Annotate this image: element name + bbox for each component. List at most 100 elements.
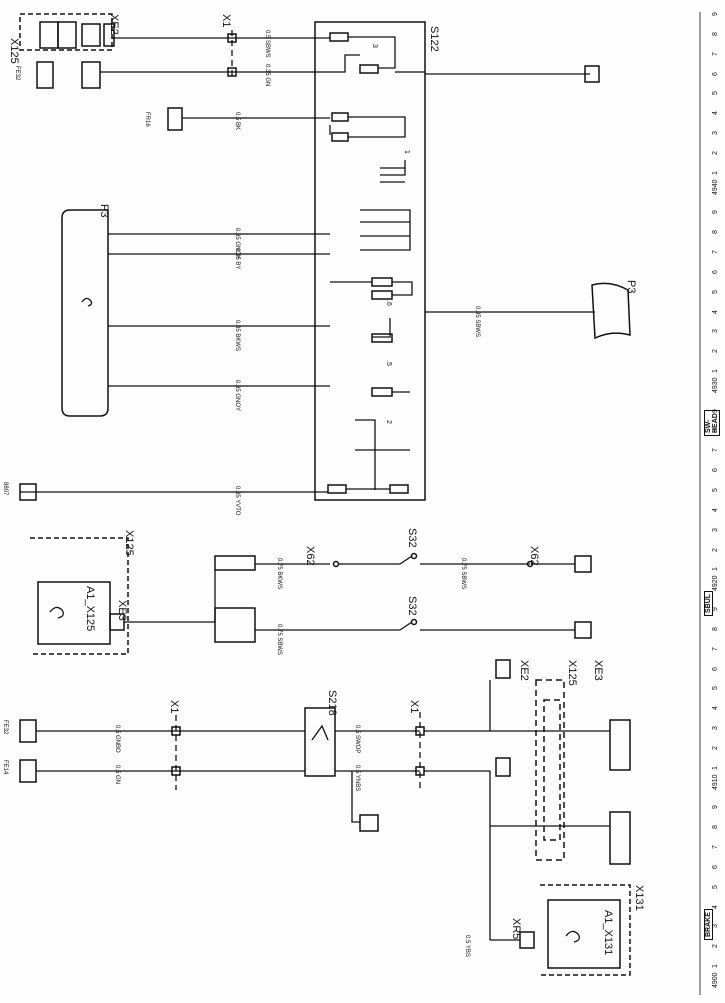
label-p3-right: P3 [625, 280, 637, 294]
ruler-mark: 6 [712, 269, 719, 274]
ruler-mark: 3 [712, 329, 719, 334]
wire-label-6: 0.35 BKWS [234, 320, 240, 352]
wire-label-9: 0.35 SBWS [474, 306, 480, 338]
ruler-mark: 6 [712, 666, 719, 671]
ruler-mark: 9 [712, 805, 719, 810]
s122-switch-box [314, 21, 426, 501]
ruler-mark: 5 [712, 488, 719, 493]
ruler-mark: 6 [712, 71, 719, 76]
ruler-mark: 4 [712, 309, 719, 314]
wire-label-17: 0.5 YBS [464, 935, 470, 957]
label-s32-a: S32 [406, 528, 418, 548]
terminal-x62-a [574, 555, 592, 573]
label-fuse-fe32-bottom: FE32 [2, 720, 8, 735]
wire-label-8: 0.35 YVTO [234, 486, 240, 516]
ruler-mark: 7 [712, 845, 719, 850]
ruler-mark: 2 [712, 349, 719, 354]
s122-internal [327, 32, 425, 494]
label-a1-x131: A1_X131 [602, 910, 614, 956]
label-switch-3: 3 [371, 44, 378, 48]
ruler-mark: 5 [712, 91, 719, 96]
ruler-mark: 9 [712, 210, 719, 215]
ruler-mark: 7 [712, 250, 719, 255]
wire-label-3: 0.5 BK [234, 112, 240, 131]
label-fuse-fr16: FR16 [144, 112, 150, 127]
x1-top-pin-a [227, 33, 237, 43]
label-x62-b: X62 [528, 546, 540, 566]
a1-x125-module [37, 581, 111, 645]
wire-label-7: 0.35 GNOY [234, 380, 240, 412]
ruler-mark: 1 [712, 964, 719, 969]
label-xe2-top: XE2 [108, 14, 120, 35]
label-switch-5: .5 [385, 360, 392, 366]
label-switch-1: 1 [403, 150, 410, 154]
ruler-mark: 1 [712, 567, 719, 572]
ruler-mark: 8 [712, 31, 719, 36]
label-s218: S218 [326, 690, 338, 716]
label-switch-6: .6 [385, 300, 392, 306]
ruler-mark: 1 [712, 369, 719, 374]
label-fuse-fe32-top: FE32 [14, 66, 20, 81]
wire-label-15: 0.5 SWOP [354, 725, 360, 754]
wire-label-11: 0.75 SBWS [276, 624, 282, 656]
ruler-mark: 7 [712, 646, 719, 651]
label-s122: S122 [428, 26, 440, 52]
ruler-mark: 2 [712, 150, 719, 155]
ruler-mark: 4 [712, 111, 719, 116]
ground-2805-a [495, 659, 511, 679]
fuse-fe32-top [36, 61, 101, 89]
wire-label-2: 0.35 GN [264, 64, 270, 87]
ruler-mark: 1 [712, 170, 719, 175]
wire-label-14: 0.5 GN [114, 765, 120, 785]
ruler-mark: 5 [712, 884, 719, 889]
label-x125-bottom: X125 [566, 660, 578, 686]
a1-x131-module [547, 899, 621, 969]
ruler-mark: 2 [712, 547, 719, 552]
ruler-mark: 1 [712, 765, 719, 770]
wire-label-12: 0.75 SBWS [460, 558, 466, 590]
ruler-mark: 3 [712, 726, 719, 731]
label-fuse-fe14-bottom: FE14 [2, 760, 8, 775]
ruler-mark: 8 [712, 230, 719, 235]
section-sbul: SBUL [704, 590, 713, 616]
connector-z1z5-b [214, 607, 256, 643]
terminal-block-top [609, 719, 631, 771]
ruler-mark: 2 [712, 746, 719, 750]
wire-label-13: 0.5 GNBO [114, 725, 120, 753]
wire-label-5: 0.35 BY [234, 248, 240, 270]
label-xr5: XR5 [510, 918, 522, 940]
label-switch-2: 2 [385, 420, 392, 424]
ruler-mark: 7 [712, 51, 719, 56]
ruler-mark: 8 [712, 627, 719, 631]
terminal-s32-b [574, 621, 592, 639]
label-x125-mid: X125 [123, 530, 135, 556]
terminal-1243 [359, 814, 379, 832]
label-ground-8807: 8807 [2, 482, 8, 496]
ruler-mark: 9 [712, 408, 719, 413]
label-xe3-mid: XE3 [116, 600, 128, 621]
ruler-mark: 4910 [712, 774, 719, 790]
ground-8807-a [19, 483, 37, 501]
ruler-mark: 4920 [712, 575, 719, 592]
ruler-mark: 3 [712, 924, 719, 929]
x1-top-pin-b [227, 67, 237, 77]
wire-label-1: 0.5 SBWS [264, 30, 270, 58]
ruler-mark: 5 [712, 686, 719, 691]
x125-top-connector [19, 13, 115, 51]
label-xe2-bottom: XE2 [518, 660, 530, 681]
wire-label-10: 0.75 BKWS [276, 558, 282, 590]
p3-gauge-right [591, 282, 631, 340]
label-x1-right: X1 [408, 700, 420, 714]
label-x62-a: X62 [304, 546, 316, 566]
ruler-mark: 4900 [712, 972, 719, 988]
x131-connector [540, 884, 631, 976]
connector-z1z5-a [214, 555, 256, 571]
s218-switch [304, 707, 336, 777]
ruler-mark: 2 [712, 944, 719, 949]
ruler-mark: 4 [712, 508, 719, 512]
ruler-mark: 3 [712, 131, 719, 136]
label-xe3-bottom: XE3 [592, 660, 604, 681]
x125-bottom-connector [535, 679, 565, 861]
